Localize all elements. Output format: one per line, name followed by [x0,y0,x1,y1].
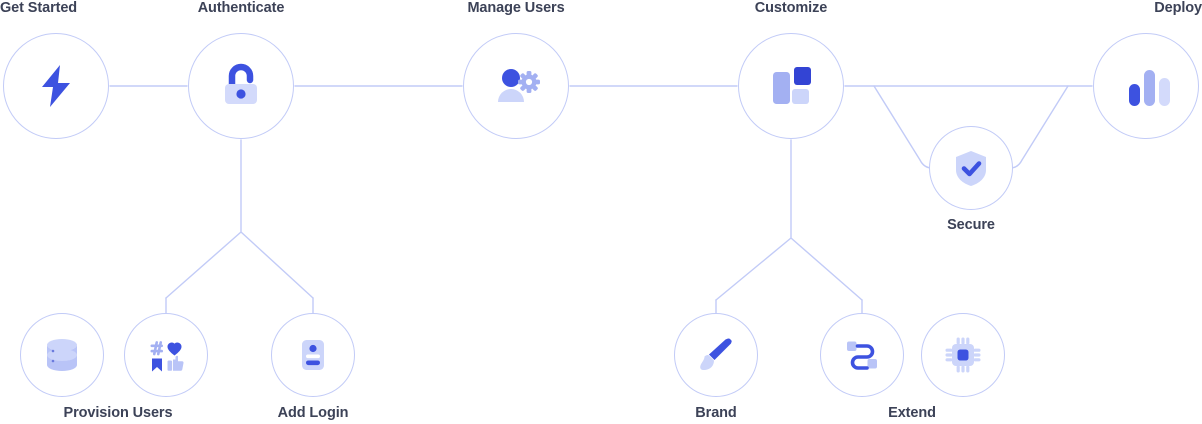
node-deploy[interactable] [1093,33,1199,139]
database-icon [47,339,77,371]
node-provision-users[interactable] [20,313,104,397]
node-authenticate[interactable] [188,33,294,139]
connector-nodes-icon [847,341,877,370]
edge-customize-branch [715,139,863,301]
cpu-chip-icon [945,337,981,373]
label-deploy: Deploy [1154,0,1202,16]
node-get-started[interactable] [3,33,109,139]
login-card-icon [302,340,324,370]
label-authenticate: Authenticate [197,0,285,16]
label-extend: Extend [888,405,936,421]
edge-secure-deploy [1003,85,1069,169]
label-provision-users: Provision Users [63,405,173,421]
edge-authenticate-branch [165,139,314,299]
node-extend[interactable] [820,313,904,397]
layout-blocks-icon [773,67,811,104]
node-secure[interactable] [929,126,1013,210]
bar-chart-icon [1129,70,1170,106]
social-reactions-icon [150,341,184,372]
node-add-login[interactable] [271,313,355,397]
label-get-started: Get Started [0,0,78,16]
label-customize: Customize [754,0,828,16]
node-customize[interactable] [738,33,844,139]
label-add-login: Add Login [277,405,349,421]
label-brand: Brand [695,405,737,421]
edge-customize-secure [873,85,939,169]
node-manage-users[interactable] [463,33,569,139]
unlock-padlock-icon [225,63,257,104]
paintbrush-icon [700,338,732,371]
node-brand[interactable] [674,313,758,397]
node-social[interactable] [124,313,208,397]
label-secure: Secure [947,217,995,233]
lightning-bolt-icon [42,65,70,107]
user-gear-icon [498,69,540,102]
node-chip[interactable] [921,313,1005,397]
label-manage-users: Manage Users [467,0,565,16]
shield-check-icon [956,151,986,186]
